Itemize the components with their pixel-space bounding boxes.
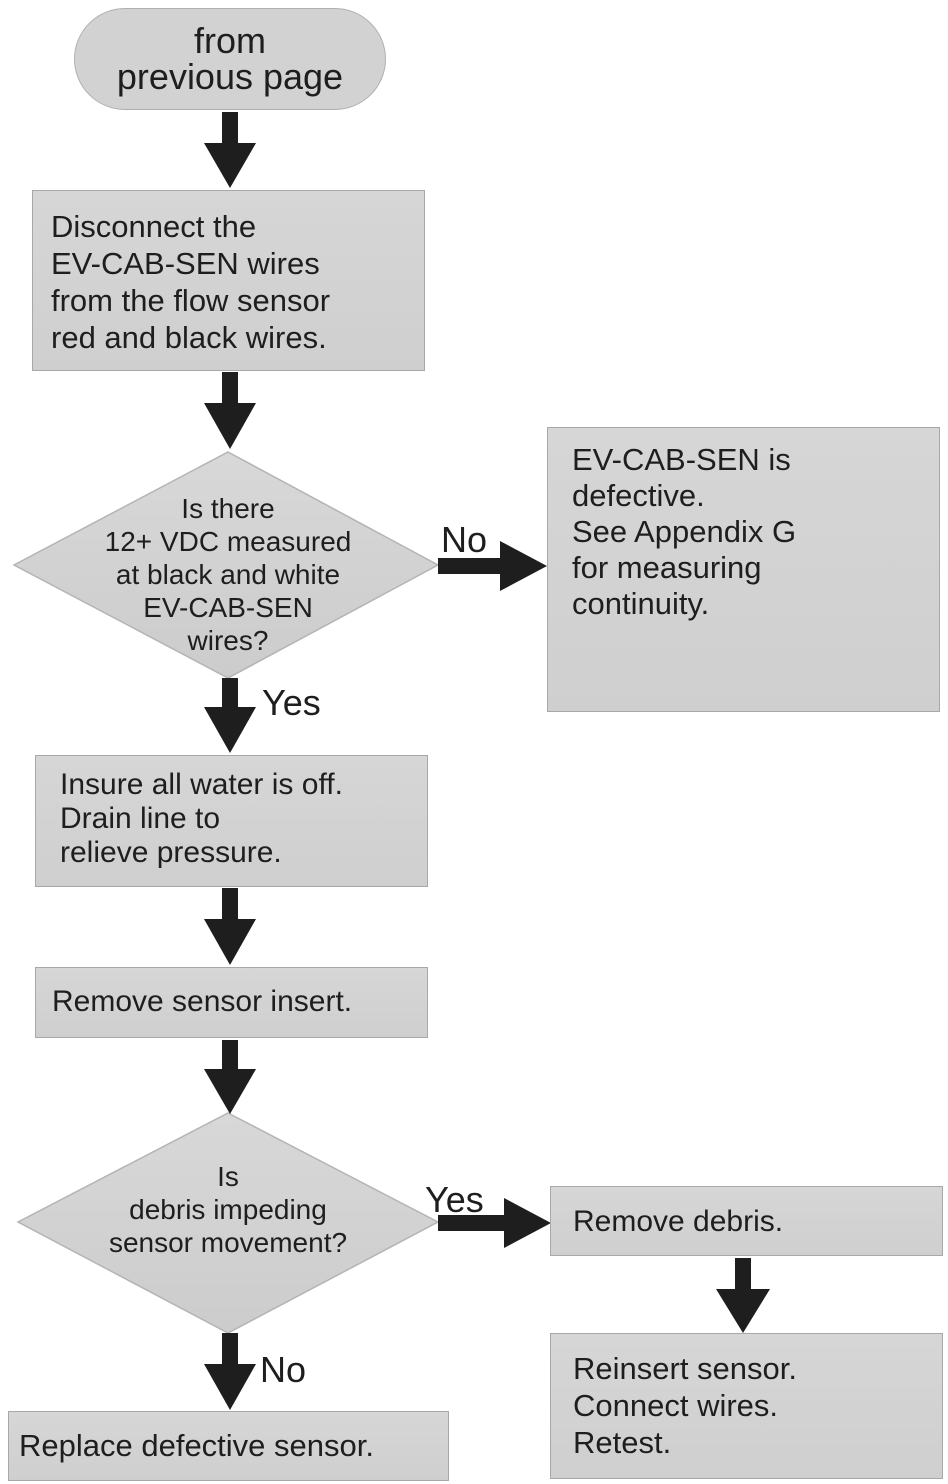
arrow-down-no-debris <box>204 1333 256 1410</box>
step-water-off-text: Insure all water is off. Drain line to r… <box>60 768 343 869</box>
step-disconnect-wires: Disconnect the EV-CAB-SEN wires from the… <box>32 190 425 371</box>
label-voltage-no: No <box>441 519 488 560</box>
step-remove-debris: Remove debris. <box>550 1186 943 1256</box>
step-cable-defective-text: EV-CAB-SEN is defective. See Appendix G … <box>572 442 797 621</box>
step-cable-defective: EV-CAB-SEN is defective. See Appendix G … <box>547 427 940 712</box>
arrow-down-yes-voltage <box>204 678 256 753</box>
arrow-down-2 <box>204 372 256 449</box>
step-disconnect-wires-text: Disconnect the EV-CAB-SEN wires from the… <box>51 209 331 355</box>
step-remove-debris-text: Remove debris. <box>573 1205 784 1238</box>
arrow-down-3 <box>204 888 256 965</box>
start-terminal: from previous page <box>74 8 386 110</box>
arrow-down-5 <box>716 1258 770 1333</box>
step-replace-sensor-text: Replace defective sensor. <box>19 1428 374 1463</box>
step-water-off: Insure all water is off. Drain line to r… <box>35 755 428 887</box>
arrow-right-no-voltage <box>438 541 547 591</box>
decision-voltage-text: Is there 12+ VDC measured at black and w… <box>104 493 352 656</box>
step-reinsert-sensor-text: Reinsert sensor. Connect wires. Retest. <box>573 1351 797 1460</box>
label-voltage-yes: Yes <box>262 682 321 723</box>
start-terminal-text: from previous page <box>116 20 344 97</box>
step-remove-insert-text: Remove sensor insert. <box>52 985 353 1018</box>
decision-debris-text: Is debris impeding sensor movement? <box>108 1161 348 1258</box>
label-debris-no: No <box>260 1349 307 1390</box>
arrow-down-4 <box>204 1040 256 1114</box>
arrow-down-1 <box>204 112 256 188</box>
label-debris-yes: Yes <box>425 1179 484 1220</box>
arrow-right-yes-debris <box>438 1198 551 1248</box>
step-reinsert-sensor: Reinsert sensor. Connect wires. Retest. <box>550 1333 943 1479</box>
step-replace-sensor: Replace defective sensor. <box>8 1411 449 1481</box>
step-remove-insert: Remove sensor insert. <box>35 967 428 1038</box>
